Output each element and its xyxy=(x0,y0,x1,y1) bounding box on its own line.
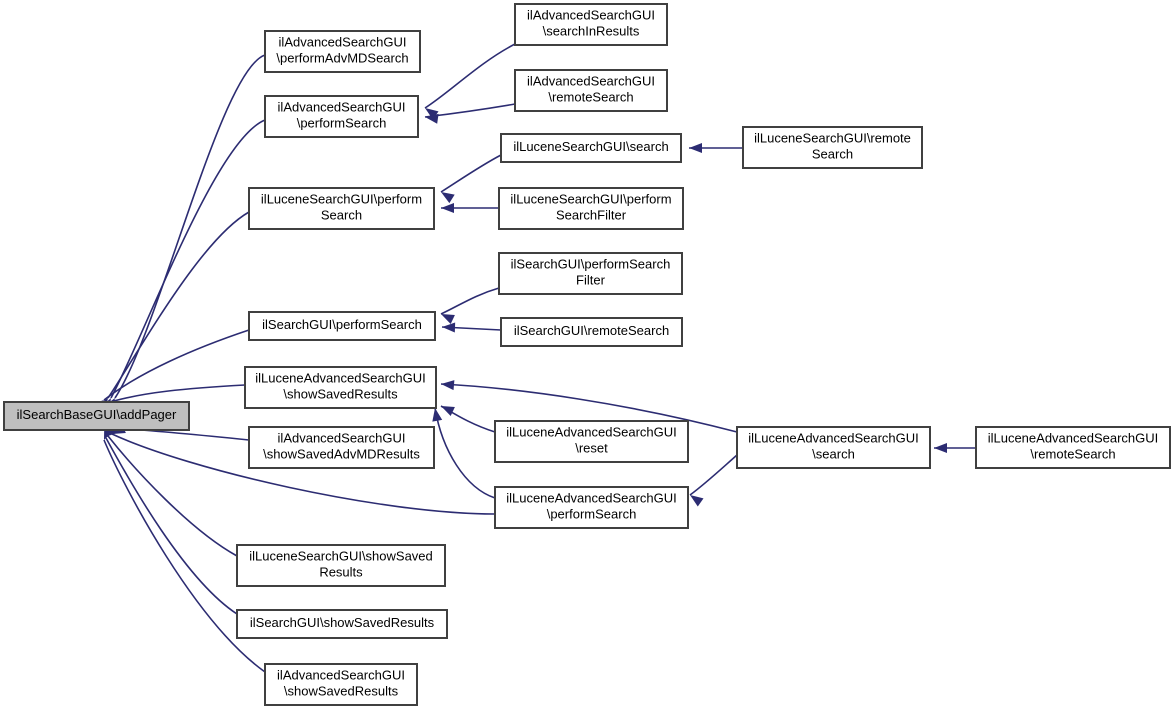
node-label: ilAdvancedSearchGUI\remoteSearch xyxy=(527,74,655,105)
node-label: ilAdvancedSearchGUI\searchInResults xyxy=(527,8,655,39)
node-box[interactable] xyxy=(248,187,435,230)
edge-arrowhead xyxy=(425,113,439,124)
node-label: ilSearchGUI\remoteSearch xyxy=(514,323,669,338)
node-label: ilLuceneAdvancedSearchGUI\showSavedResul… xyxy=(255,371,426,402)
node-box[interactable] xyxy=(514,3,668,46)
edge-arrowhead xyxy=(441,192,455,204)
edge-arrowhead xyxy=(441,203,454,213)
node-box[interactable] xyxy=(244,366,437,409)
graph-node[interactable]: ilAdvancedSearchGUI\searchInResults xyxy=(514,3,668,46)
graph-node[interactable]: ilAdvancedSearchGUI\performSearch xyxy=(264,95,419,138)
graph-node[interactable]: ilLuceneAdvancedSearchGUI\showSavedResul… xyxy=(244,366,437,409)
edge-arrowhead xyxy=(689,143,702,153)
node-label: ilSearchGUI\showSavedResults xyxy=(250,615,435,630)
edge-arrowhead xyxy=(441,380,455,391)
node-box[interactable] xyxy=(498,252,683,295)
node-label: ilLuceneAdvancedSearchGUI\performSearch xyxy=(506,491,677,522)
graph-node[interactable]: ilAdvancedSearchGUI\performAdvMDSearch xyxy=(264,30,421,73)
graph-node[interactable]: ilAdvancedSearchGUI\showSavedResults xyxy=(264,663,418,706)
node-box[interactable] xyxy=(500,133,682,163)
graph-edge xyxy=(111,433,496,515)
graph-edge xyxy=(103,384,246,405)
graph-edge xyxy=(114,54,266,399)
graph-node[interactable]: ilLuceneAdvancedSearchGUI\reset xyxy=(494,420,689,463)
node-label: ilLuceneAdvancedSearchGUI\reset xyxy=(506,425,677,456)
graph-node[interactable]: ilSearchGUI\remoteSearch xyxy=(500,317,683,347)
node-box[interactable] xyxy=(736,426,931,469)
graph-node[interactable]: ilLuceneAdvancedSearchGUI\search xyxy=(736,426,931,469)
graph-node[interactable]: ilAdvancedSearchGUI\showSavedAdvMDResult… xyxy=(248,426,435,469)
node-box[interactable] xyxy=(494,486,689,529)
node-label: ilAdvancedSearchGUI\showSavedAdvMDResult… xyxy=(263,431,420,462)
edge-arrowhead xyxy=(425,108,439,120)
node-box[interactable] xyxy=(248,426,435,469)
graph-edge xyxy=(689,454,738,496)
graph-node[interactable]: ilLuceneAdvancedSearchGUI\remoteSearch xyxy=(975,426,1171,469)
node-box[interactable] xyxy=(248,311,436,341)
graph-edge xyxy=(105,437,238,615)
graph-node[interactable]: ilSearchGUI\performSearch xyxy=(248,311,436,341)
node-box[interactable] xyxy=(498,187,684,230)
node-label: ilAdvancedSearchGUI\showSavedResults xyxy=(277,668,405,699)
edge-arrowhead xyxy=(442,322,456,333)
node-box[interactable] xyxy=(494,420,689,463)
node-box[interactable] xyxy=(236,544,446,587)
edge-arrowhead xyxy=(441,314,455,325)
graph-edge xyxy=(440,383,738,433)
graph-edge xyxy=(107,435,238,557)
node-label: ilLuceneSearchGUI\search xyxy=(513,139,668,154)
graph-node-root[interactable]: ilSearchBaseGUI\addPager xyxy=(3,401,190,431)
graph-edge xyxy=(110,119,266,399)
node-box[interactable] xyxy=(236,609,448,639)
graph-edge xyxy=(440,287,500,315)
edge-arrowhead xyxy=(432,408,443,422)
graph-node[interactable]: ilLuceneAdvancedSearchGUI\performSearch xyxy=(494,486,689,529)
node-label: ilSearchBaseGUI\addPager xyxy=(17,407,177,422)
node-box[interactable] xyxy=(3,401,190,431)
edge-arrowhead xyxy=(690,495,704,507)
graph-node[interactable]: ilLuceneSearchGUI\search xyxy=(500,133,682,163)
edge-arrowhead xyxy=(934,443,947,453)
graph-node[interactable]: ilSearchGUI\showSavedResults xyxy=(236,609,448,639)
edge-arrowhead xyxy=(441,406,455,417)
edge-layer xyxy=(90,43,976,673)
node-label: ilLuceneAdvancedSearchGUI\search xyxy=(748,431,919,462)
graph-edge xyxy=(103,329,250,401)
node-layer: ilSearchBaseGUI\addPager ilAdvancedSearch… xyxy=(3,3,1171,706)
graph-edge xyxy=(103,439,266,673)
graph-edge xyxy=(434,407,496,499)
graph-edge xyxy=(107,211,250,399)
node-box[interactable] xyxy=(264,663,418,706)
node-label: ilAdvancedSearchGUI\performAdvMDSearch xyxy=(276,35,408,66)
graph-edge xyxy=(440,154,502,193)
node-box[interactable] xyxy=(264,95,419,138)
graph-edge xyxy=(424,103,516,118)
node-box[interactable] xyxy=(742,126,923,169)
node-label: ilLuceneAdvancedSearchGUI\remoteSearch xyxy=(988,431,1159,462)
node-box[interactable] xyxy=(975,426,1171,469)
node-box[interactable] xyxy=(264,30,421,73)
graph-node[interactable]: ilAdvancedSearchGUI\remoteSearch xyxy=(514,69,668,112)
graph-edge xyxy=(424,43,516,109)
node-box[interactable] xyxy=(500,317,683,347)
node-box[interactable] xyxy=(514,69,668,112)
node-label: ilSearchGUI\performSearch xyxy=(262,317,422,332)
node-label: ilAdvancedSearchGUI\performSearch xyxy=(278,100,406,131)
